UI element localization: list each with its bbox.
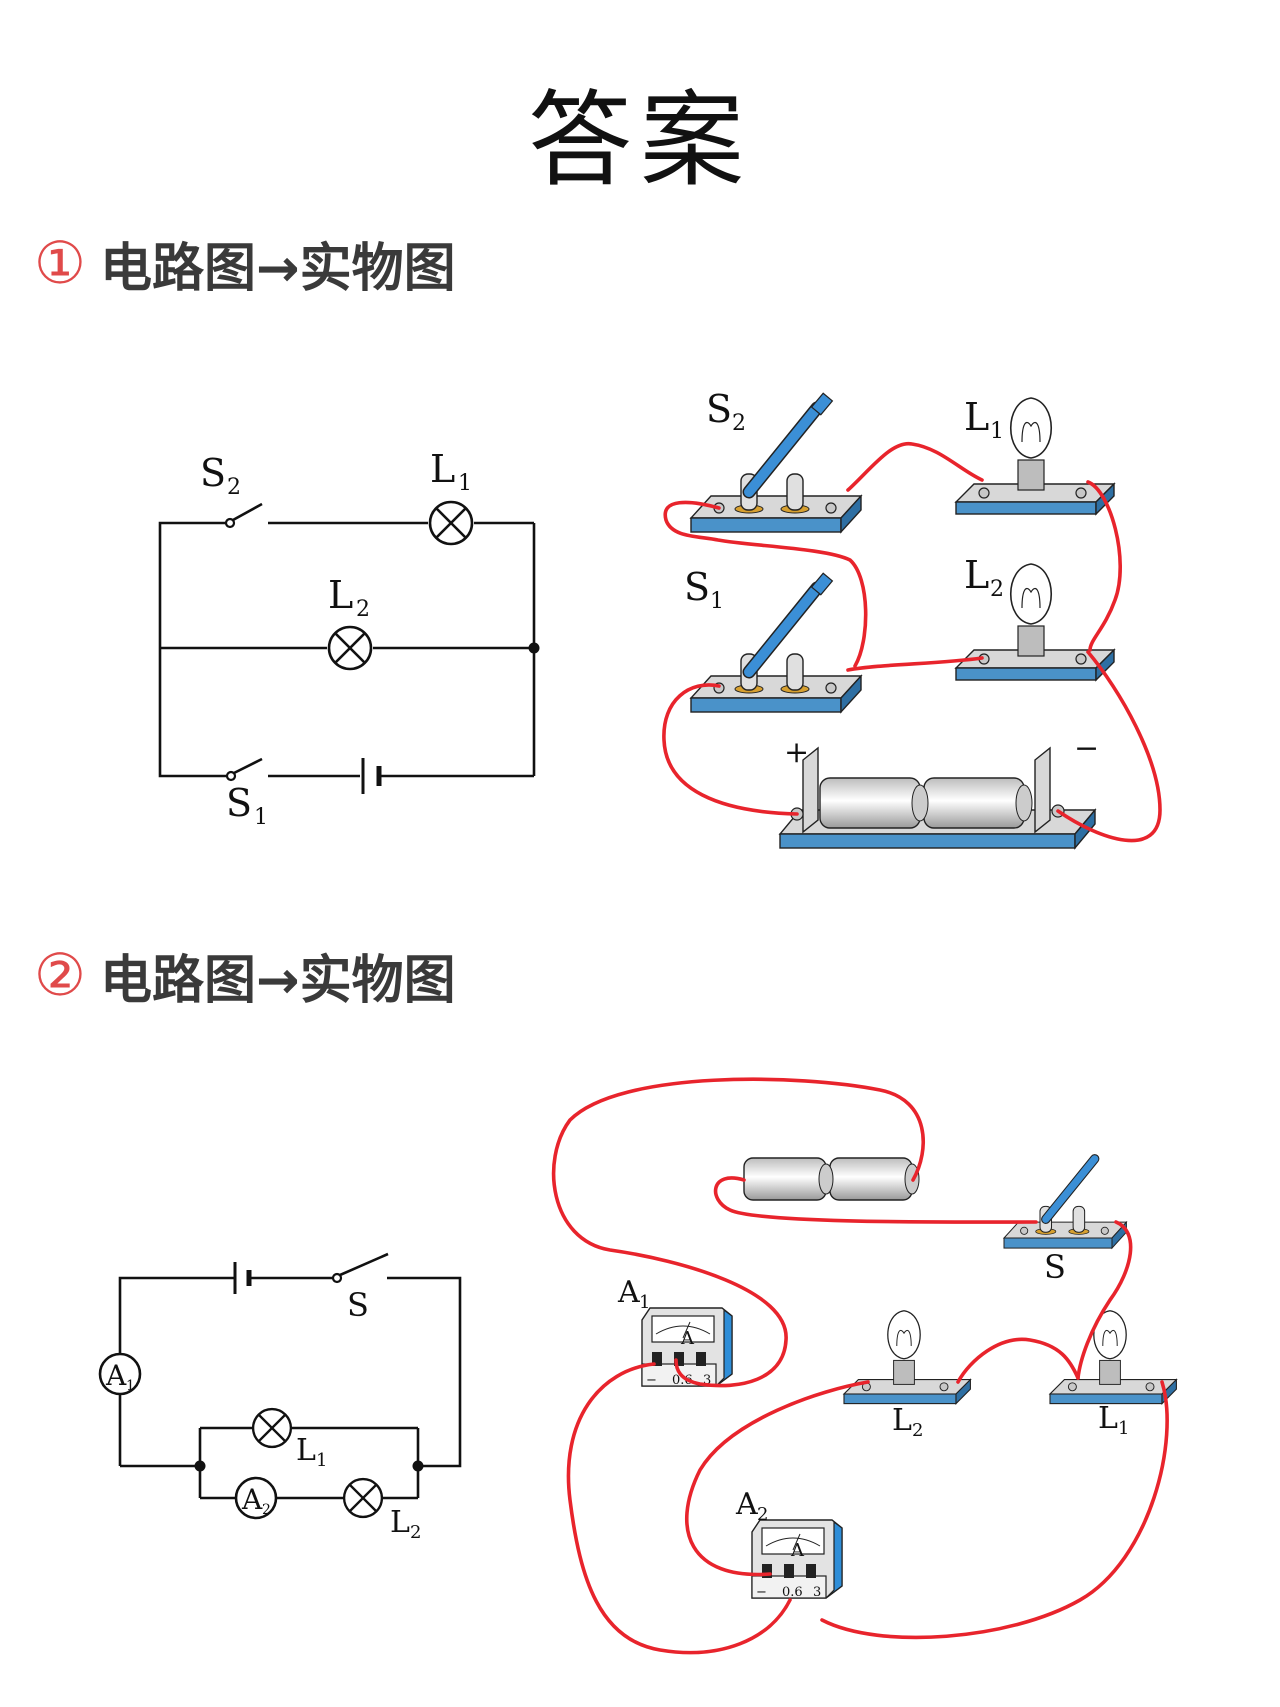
label-l1-physical: L xyxy=(964,395,989,439)
section-1-diagrams: S 2 L 1 L 2 S 1 xyxy=(158,387,1162,850)
svg-text:A: A xyxy=(105,1359,127,1392)
label-s: S xyxy=(347,1286,369,1324)
meter-a1-06: 0.6 xyxy=(672,1373,693,1388)
section-title: 电路图→实物图 xyxy=(100,238,456,299)
lamp-l1-symbol xyxy=(251,1407,293,1449)
wire-path xyxy=(662,683,799,816)
label-a2-physical-sub: 2 xyxy=(757,1504,768,1525)
label-l2: L xyxy=(328,573,353,617)
svg-text:1: 1 xyxy=(126,1378,135,1394)
section-number: ② xyxy=(34,941,86,1009)
label-a1-physical-sub: 1 xyxy=(639,1292,650,1313)
label-s1: S xyxy=(226,781,252,825)
battery-plus-label: + xyxy=(784,735,809,770)
label-l2-sub: 2 xyxy=(356,597,370,622)
junction-dot xyxy=(528,642,540,654)
label-l1: L xyxy=(296,1433,316,1468)
page-title: 答案 xyxy=(527,79,752,201)
wire-path xyxy=(1056,650,1162,843)
physical-circuit-2: A − 0.6 3 A − 0.6 3 A 1 A 2 S L 2 L 1 xyxy=(551,1077,1178,1655)
meter-a1-3: 3 xyxy=(703,1373,711,1388)
wire-path xyxy=(1076,1220,1133,1380)
wire-path xyxy=(820,1380,1169,1640)
label-l2: L xyxy=(390,1505,410,1540)
meter-a1-minus: − xyxy=(646,1373,657,1388)
label-s2-physical-sub: 2 xyxy=(732,411,746,436)
battery-pair xyxy=(743,1157,920,1201)
ammeter-a2-symbol: A 2 xyxy=(234,1476,278,1520)
battery-minus-label: − xyxy=(1074,731,1099,766)
label-s-physical: S xyxy=(1044,1248,1066,1286)
wire-path xyxy=(1086,480,1123,652)
knife-switch-s xyxy=(1003,1154,1127,1249)
label-l2-physical-sub: 2 xyxy=(990,577,1004,602)
lamp-l2-symbol xyxy=(342,1477,384,1519)
wire-path xyxy=(551,1077,925,1388)
junction-dot xyxy=(412,1460,424,1472)
label-l2-sub: 2 xyxy=(410,1522,421,1543)
label-l1: L xyxy=(430,447,455,491)
section-heading-2: ② 电路图→实物图 xyxy=(34,940,456,1011)
meter-a2-minus: − xyxy=(756,1585,767,1600)
junction-dot xyxy=(194,1460,206,1472)
label-s1-physical: S xyxy=(684,565,710,609)
meter-a2-face: A xyxy=(790,1540,805,1561)
wire-path xyxy=(713,1176,1038,1224)
label-l2-physical: L xyxy=(964,553,989,597)
label-s2: S xyxy=(200,451,226,495)
label-s2-physical: S xyxy=(706,387,732,431)
label-l1-physical-sub: 1 xyxy=(1118,1418,1129,1439)
section-heading-1: ① 电路图→实物图 xyxy=(34,228,456,299)
meter-a1-face: A xyxy=(680,1328,695,1349)
label-l2-physical-sub: 2 xyxy=(912,1420,923,1441)
label-l1-sub: 1 xyxy=(458,471,472,496)
battery-holder xyxy=(778,746,1097,850)
ammeter-a1-symbol: A 1 xyxy=(98,1352,142,1396)
physical-circuit-1: S 2 L 1 S 1 L 2 + − xyxy=(662,387,1162,850)
switch-s1-symbol xyxy=(225,757,263,782)
label-l2-physical: L xyxy=(892,1403,912,1438)
switch-s2-symbol xyxy=(224,502,263,529)
section-number: ① xyxy=(34,229,86,297)
schematic-1: S 2 L 1 L 2 S 1 xyxy=(158,447,540,830)
label-s1-physical-sub: 1 xyxy=(710,589,724,614)
wire-path xyxy=(685,1380,870,1577)
label-s2-sub: 2 xyxy=(227,475,241,500)
svg-text:2: 2 xyxy=(262,1502,271,1518)
label-l1-physical: L xyxy=(1098,1401,1118,1436)
battery-symbol xyxy=(233,1262,252,1294)
section-title: 电路图→实物图 xyxy=(100,950,456,1011)
label-s1-sub: 1 xyxy=(254,805,268,830)
svg-text:A: A xyxy=(241,1483,263,1516)
wire-path xyxy=(846,656,984,672)
lamp-stand-l2 xyxy=(843,1310,972,1405)
schematic-2: A 1 A 2 S L 1 L 2 xyxy=(98,1252,462,1543)
label-a1-physical: A xyxy=(617,1275,640,1310)
wire-path xyxy=(566,1362,792,1655)
meter-a2-3: 3 xyxy=(813,1585,821,1600)
switch-s-symbol xyxy=(331,1252,389,1284)
knife-switch-s2 xyxy=(690,392,862,533)
knife-switch-s1 xyxy=(690,572,862,713)
label-a2-physical: A xyxy=(735,1487,758,1522)
battery-symbol xyxy=(361,758,382,794)
label-l1-sub: 1 xyxy=(316,1450,327,1471)
meter-a2-06: 0.6 xyxy=(782,1585,803,1600)
lamp-stand-l1 xyxy=(1049,1310,1178,1405)
wire-path xyxy=(956,1337,1080,1384)
wire-path xyxy=(846,441,984,492)
label-l1-physical-sub: 1 xyxy=(990,419,1004,444)
wire-path xyxy=(663,500,868,668)
